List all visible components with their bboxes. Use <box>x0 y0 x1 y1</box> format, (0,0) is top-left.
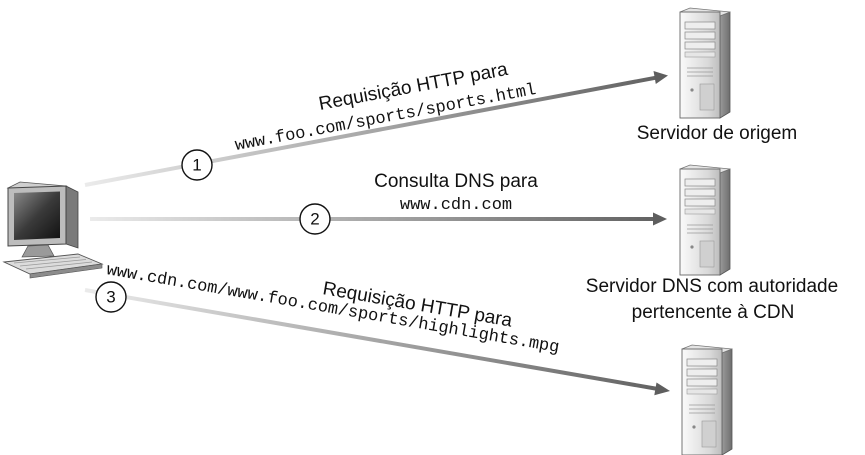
arrow-step3 <box>84 288 670 396</box>
dns-server-label-line2: pertencente à CDN <box>632 302 795 323</box>
step-1-marker: 1 <box>181 149 213 181</box>
client-computer-icon <box>2 181 104 279</box>
origin-server-label: Servidor de origem <box>637 123 798 144</box>
arrow-step1 <box>84 71 668 187</box>
step-3-marker: 3 <box>95 281 127 313</box>
step-2-label: Consulta DNS para <box>374 171 538 192</box>
step-2-marker: 2 <box>299 203 331 235</box>
step-2-number: 2 <box>310 210 319 229</box>
step-1-number: 1 <box>192 156 201 175</box>
cdn-server-icon <box>681 344 733 455</box>
step-2-url: www.cdn.com <box>400 196 512 215</box>
step-3-number: 3 <box>106 288 115 307</box>
dns-server-icon <box>679 164 731 276</box>
dns-server-label-line1: Servidor DNS com autoridade <box>586 276 838 297</box>
arrow-step2 <box>90 212 667 226</box>
origin-server-icon <box>679 7 731 119</box>
